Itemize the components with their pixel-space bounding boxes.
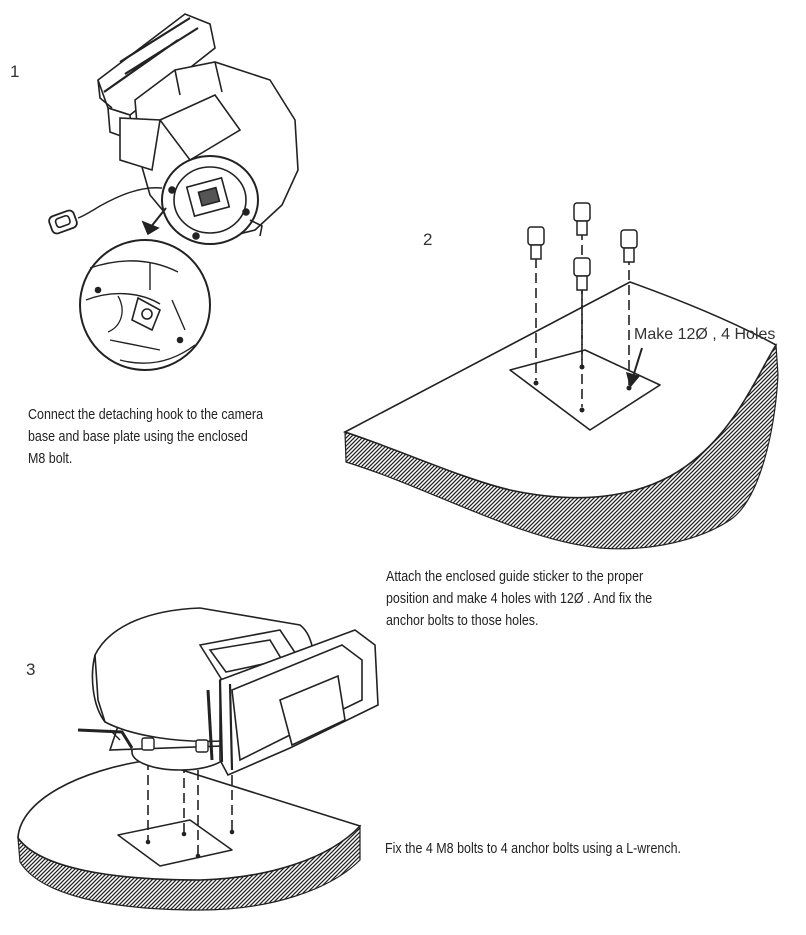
- caption-line: anchor bolts to those holes.: [386, 613, 539, 629]
- step-1-caption: Connect the detaching hook to the camera…: [28, 404, 263, 470]
- step1-camera-illustration: [48, 13, 299, 371]
- step2-plate-illustration: [342, 202, 779, 550]
- caption-line: Fix the 4 M8 bolts to 4 anchor bolts usi…: [385, 841, 681, 857]
- caption-line: position and make 4 holes with 12Ø . And…: [386, 591, 653, 607]
- caption-line: Connect the detaching hook to the camera: [28, 407, 264, 423]
- step-3-caption: Fix the 4 M8 bolts to 4 anchor bolts usi…: [385, 838, 681, 860]
- step-1-number: 1: [10, 62, 20, 81]
- holes-callout: Make 12Ø , 4 Holes: [634, 326, 776, 343]
- caption-line: base and base plate using the enclosed: [28, 429, 248, 445]
- caption-line: Attach the enclosed guide sticker to the…: [386, 569, 644, 585]
- caption-line: M8 bolt.: [28, 451, 73, 467]
- step-2-number: 2: [423, 230, 433, 249]
- step-3-number: 3: [26, 660, 36, 679]
- step3-mount-illustration: [17, 607, 379, 911]
- step-2-caption: Attach the enclosed guide sticker to the…: [386, 566, 652, 632]
